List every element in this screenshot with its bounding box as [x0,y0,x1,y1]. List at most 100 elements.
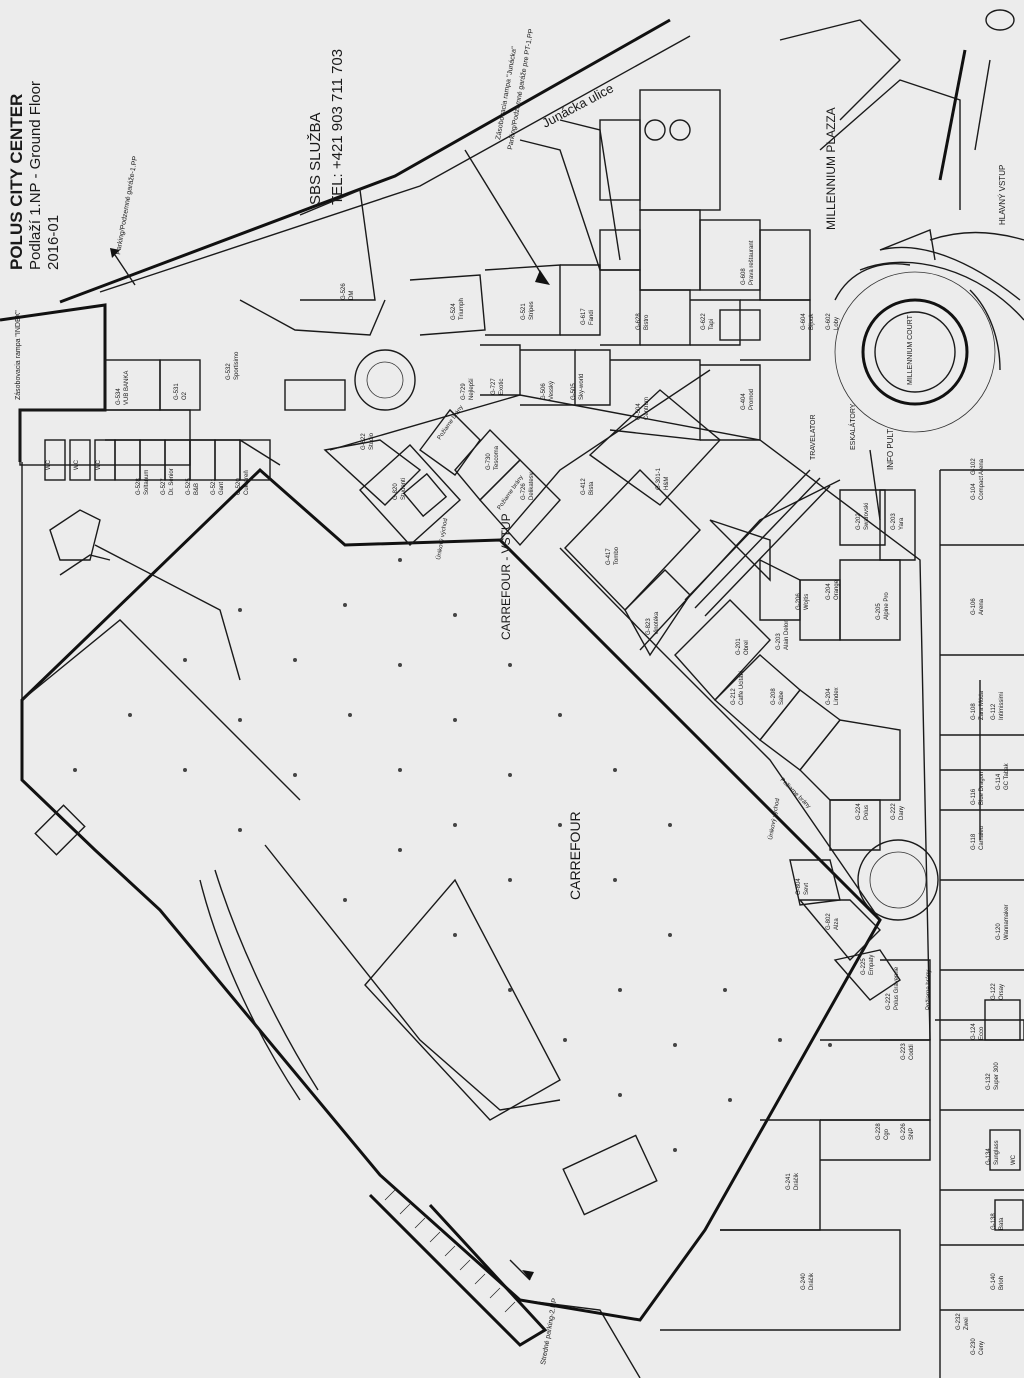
shop-code: G-506 [541,383,547,400]
zone-millennium-court: MILLENNIUM COURT [907,314,914,385]
map-title: POLUS CITY CENTER [7,94,26,270]
shop-name: Sportisimo [234,351,240,380]
shop-code: G-104 [971,483,977,500]
shop-name: Tescoma [494,445,500,470]
shop-code: G-212 [731,688,737,705]
zone-carrefour-entry: CARREFOUR - VSTUP [499,513,513,640]
shop-code: G-504 [636,403,642,420]
shop-code: G-622 [701,313,707,330]
shop-name: Wannamaker [1004,905,1010,940]
shop-code: G-205 [876,603,882,620]
shop-code: G-118 [971,833,977,850]
shop-code: G-525 [186,478,192,495]
carrefour-back-wall [94,544,241,681]
shop-name: Empaty [869,955,875,975]
wc-label: WC [74,459,80,470]
travelator [684,469,831,617]
service-block [519,89,811,341]
shop-code: G-224 [856,803,862,820]
shop-code: G-820 [393,483,399,500]
shop-name: Alpine Pro [884,592,890,620]
corridor-west-edge [499,369,711,541]
shop-code: G-223 [901,1043,907,1060]
shop-name: Exotic [499,379,505,395]
millennium-area [779,9,1024,521]
shop-code: G-204 [826,688,832,705]
shop-name: Dráčik [809,1272,815,1290]
west-stairs [34,509,111,856]
shop-name: Bata [999,1217,1005,1230]
shop-code: G-120 [996,923,1002,940]
shop-name: Nejlepší [469,378,475,400]
entry-shops [323,408,561,547]
carrefour-ramp-curve [199,879,301,1101]
shop-code: G-222 [891,803,897,820]
shop-code: G-412 [581,478,587,495]
shop-code: G-222 [886,993,892,1010]
shop-code: G-628 [636,313,642,330]
shop-code: G-241 [786,1173,792,1190]
shop-code: G-417 [606,548,612,565]
carrefour-ramp-curve-2 [214,869,319,1091]
shop-code: G-528 [136,478,142,495]
shop-code: G-202 [856,513,862,530]
shop-name: GC Tabak [1004,762,1010,790]
shop-name: Sky-world [579,374,585,400]
shop-name: Vinotéka [654,611,660,635]
shop-code: G-138 [991,1213,997,1230]
wc-label: WC [46,459,52,470]
shop-name: Bistro [644,314,650,330]
shop-name: Stripes [529,301,535,320]
shop-name: Sevt [804,883,810,895]
shop-name: Yara [899,517,905,530]
shop-name: Blue Dragon [979,772,985,805]
shop-name: Arena [979,458,985,475]
shop-name: Delikatesy [529,472,535,500]
shop-code: G-521 [211,478,217,495]
shop-code: G-729 [461,383,467,400]
shop-name: Soltanum [144,470,150,495]
shop-name: Ecco [979,1026,985,1040]
shop-name: Zara Móda [979,690,985,720]
shop-code: G-617 [581,308,587,325]
shop-name: Cgo [884,1128,890,1140]
column-grid [73,558,832,1152]
shop-name: Arena [979,598,985,615]
shop-name: Camaieu [979,826,985,850]
shop-name: Dr. Senior [169,468,175,495]
shop-name: Sabe [779,690,785,705]
shop-code: G-132 [986,1073,992,1090]
